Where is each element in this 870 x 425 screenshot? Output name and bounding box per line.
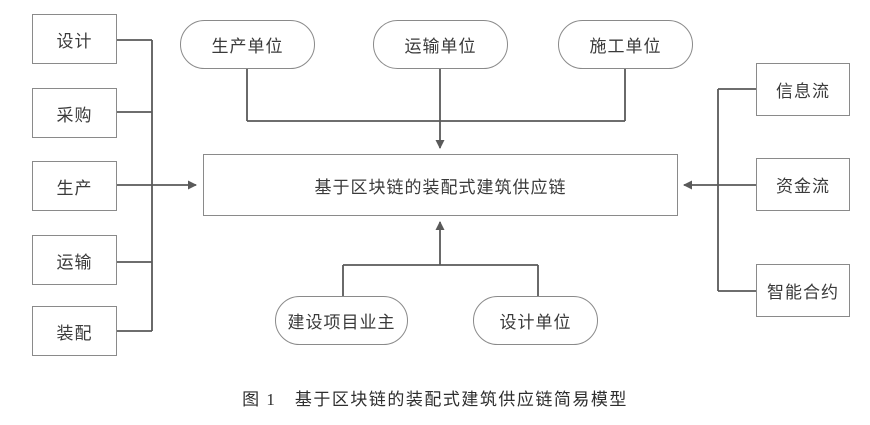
- flow-box-information[interactable]: 信息流: [756, 63, 850, 116]
- participant-label: 施工单位: [589, 37, 662, 56]
- flow-label: 智能合约: [767, 283, 839, 302]
- participant-design-unit[interactable]: 设计单位: [473, 296, 598, 345]
- participant-label: 设计单位: [499, 313, 572, 332]
- participant-transport-unit[interactable]: 运输单位: [373, 20, 508, 69]
- flow-box-smart-contract[interactable]: 智能合约: [756, 264, 850, 317]
- stage-label: 生产: [56, 178, 93, 198]
- stage-label: 运输: [56, 252, 93, 272]
- flow-label: 信息流: [776, 82, 830, 101]
- stage-box-production[interactable]: 生产: [32, 161, 117, 211]
- participant-project-owner[interactable]: 建设项目业主: [275, 296, 408, 345]
- stage-box-procurement[interactable]: 采购: [32, 88, 117, 138]
- stage-label: 装配: [56, 323, 93, 343]
- stage-label: 采购: [56, 105, 93, 125]
- flow-box-funds[interactable]: 资金流: [756, 158, 850, 211]
- stage-label: 设计: [56, 31, 93, 51]
- center-supply-chain-box[interactable]: 基于区块链的装配式建筑供应链: [203, 154, 678, 216]
- participant-construction-unit[interactable]: 施工单位: [558, 20, 693, 69]
- flow-label: 资金流: [776, 177, 830, 196]
- stage-box-design[interactable]: 设计: [32, 14, 117, 64]
- participant-label: 生产单位: [211, 37, 284, 56]
- participant-label: 运输单位: [404, 37, 477, 56]
- participant-label: 建设项目业主: [287, 313, 396, 332]
- figure-caption: 图 1 基于区块链的装配式建筑供应链简易模型: [242, 390, 628, 409]
- center-label: 基于区块链的装配式建筑供应链: [314, 177, 567, 197]
- stage-box-transport[interactable]: 运输: [32, 235, 117, 285]
- stage-box-assembly[interactable]: 装配: [32, 306, 117, 356]
- participant-production-unit[interactable]: 生产单位: [180, 20, 315, 69]
